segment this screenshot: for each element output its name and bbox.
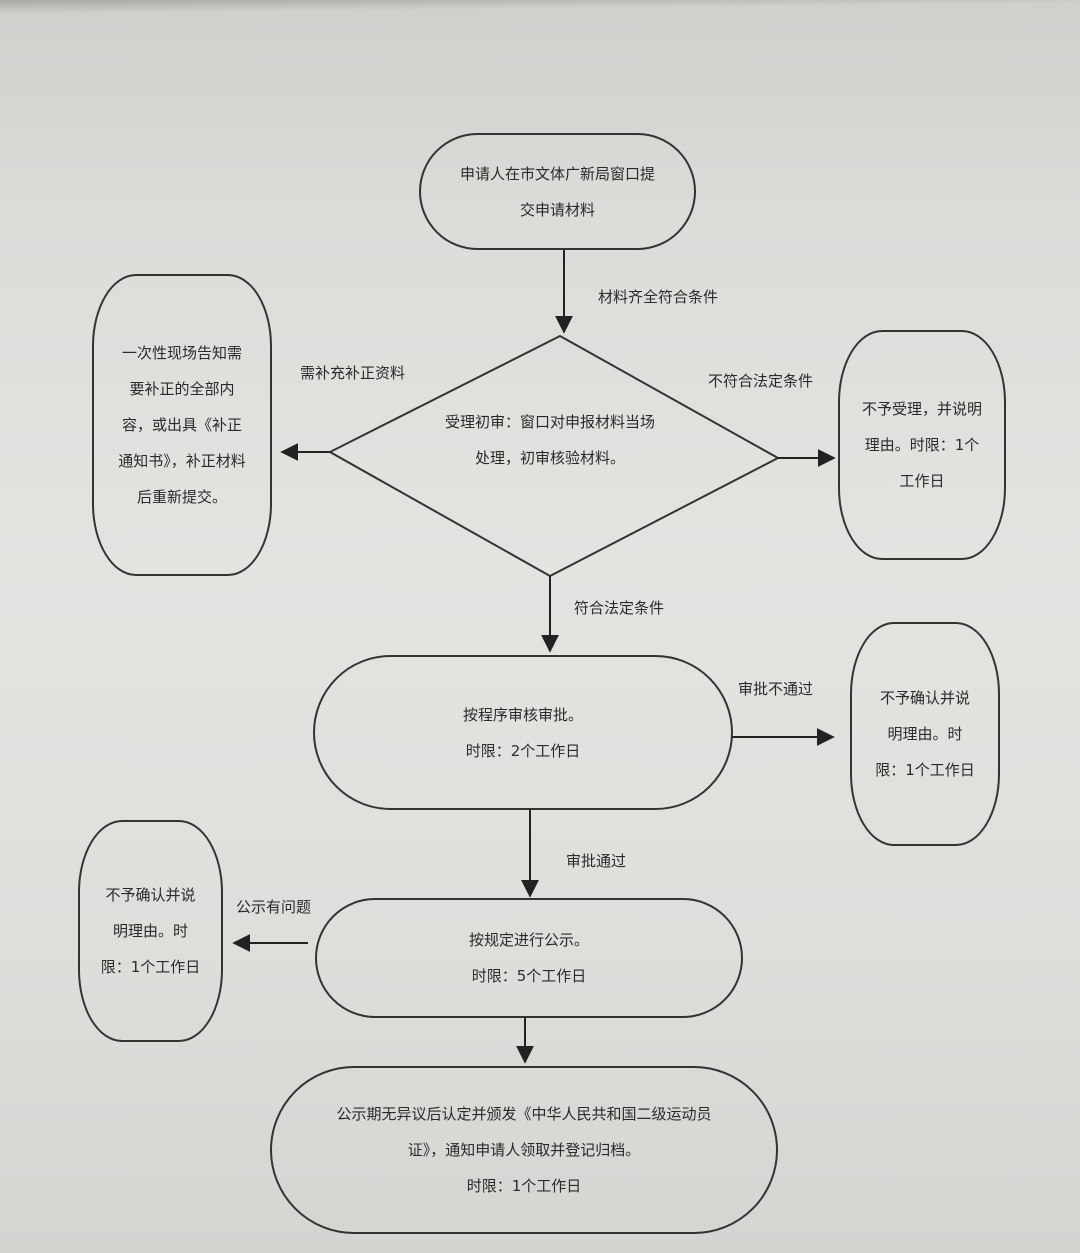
reject-confirm-left-node: 不予确认并说明理由。时限：1个工作日	[78, 820, 223, 1042]
start-node: 申请人在市文体广新局窗口提交申请材料	[419, 133, 696, 250]
initial-review-text: 受理初审：窗口对申报材料当场处理，初审核验材料。	[444, 413, 655, 467]
final-text-line1: 公示期无异议后认定并颁发《中华人民共和国二级运动员	[336, 1105, 712, 1123]
label-legal: 符合法定条件	[574, 599, 665, 617]
label-needs-supplement: 需补充补正资料	[300, 364, 406, 382]
reject-confirm-right-text: 不予确认并说明理由。时限：1个工作日	[875, 689, 975, 779]
label-approval-fail: 审批不通过	[738, 680, 814, 698]
publicity-text: 按规定进行公示。	[468, 931, 589, 949]
publicity-limit-text: 时限：5个工作日	[471, 967, 587, 985]
final-node: 公示期无异议后认定并颁发《中华人民共和国二级运动员 证》，通知申请人领取并登记归…	[270, 1066, 778, 1234]
label-approval-pass: 审批通过	[566, 852, 627, 870]
reject-confirm-left-text: 不予确认并说明理由。时限：1个工作日	[100, 886, 201, 976]
supplement-notice-node: 一次性现场告知需要补正的全部内容，或出具《补正通知书》，补正材料后重新提交。	[92, 274, 272, 576]
final-text-line2: 证》，通知申请人领取并登记归档。	[407, 1141, 641, 1159]
label-not-legal: 不符合法定条件	[708, 372, 814, 390]
approval-text: 按程序审核审批。	[462, 705, 583, 724]
start-node-text: 申请人在市文体广新局窗口提交申请材料	[459, 164, 655, 219]
final-limit-text: 时限：1个工作日	[466, 1177, 582, 1195]
approval-node: 按程序审核审批。 时限：2个工作日	[313, 655, 733, 810]
label-publicity-issue: 公示有问题	[236, 898, 312, 916]
approval-limit-text: 时限：2个工作日	[465, 741, 581, 760]
publicity-node: 按规定进行公示。 时限：5个工作日	[315, 898, 743, 1018]
reject-accept-text: 不予受理，并说明理由。时限：1个工作日	[861, 400, 982, 490]
reject-confirm-right-node: 不予确认并说明理由。时限：1个工作日	[850, 622, 1000, 846]
supplement-notice-text: 一次性现场告知需要补正的全部内容，或出具《补正通知书》，补正材料后重新提交。	[118, 344, 246, 506]
reject-accept-node: 不予受理，并说明理由。时限：1个工作日	[838, 330, 1006, 560]
label-materials-complete: 材料齐全符合条件	[598, 288, 719, 306]
